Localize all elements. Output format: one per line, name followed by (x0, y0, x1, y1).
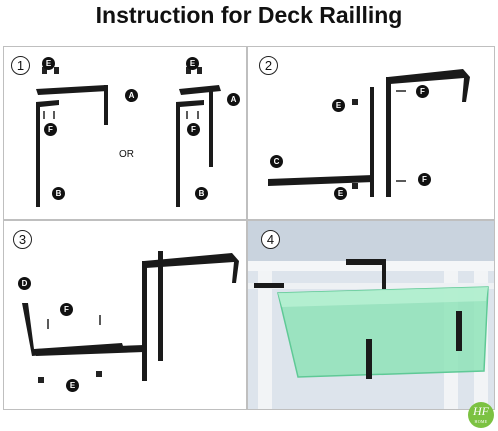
or-label: OR (119, 149, 134, 160)
page-title: Instruction for Deck Railling (95, 2, 403, 28)
part-e-nut (186, 67, 191, 74)
part-e-nut (38, 377, 44, 383)
part-e-nut (197, 67, 202, 74)
label-c: C (270, 155, 283, 168)
part-b-bracket (142, 261, 147, 381)
part-a-bracket-top (388, 69, 470, 102)
label-f: F (416, 85, 429, 98)
label-b: B (52, 187, 65, 200)
label-e: E (334, 187, 347, 200)
part-b-bracket (386, 77, 391, 197)
bracket-arm (382, 259, 386, 289)
bracket-support (456, 311, 462, 351)
label-f: F (187, 123, 200, 136)
label-e: E (186, 57, 199, 70)
logo-mark: HF (473, 404, 489, 418)
label-b: B (195, 187, 208, 200)
step-number: 3 (13, 230, 32, 249)
deck-rail-top (248, 261, 494, 271)
step-number: 4 (261, 230, 280, 249)
bracket-arm (254, 283, 284, 288)
step-1-panel: 1 E A F B OR E A F B (3, 46, 247, 220)
label-e: E (66, 379, 79, 392)
step-3-illustration (22, 251, 239, 383)
step-4-panel: 4 (247, 220, 495, 410)
planter-rim (278, 287, 488, 307)
part-d-support (22, 303, 124, 356)
part-c-bar (268, 175, 374, 186)
label-f: F (44, 123, 57, 136)
label-d: D (18, 277, 31, 290)
part-b-bracket (36, 100, 59, 207)
rail-post (258, 271, 272, 409)
part-b-bracket (370, 87, 374, 197)
part-a-bracket-top (36, 85, 108, 95)
step-1-illustration (36, 67, 221, 207)
bracket-support (366, 339, 372, 379)
part-b-bracket (158, 251, 163, 361)
step-number: 2 (259, 56, 278, 75)
part-e-nut (42, 67, 47, 74)
bracket-hook (346, 259, 386, 265)
part-a-bracket-top (179, 85, 221, 95)
step-number: 1 (11, 56, 30, 75)
part-b-bracket (176, 100, 204, 207)
part-a-bracket-hook (209, 87, 213, 167)
part-a-bracket-hook (104, 85, 108, 125)
hf-home-logo: HF HOME (468, 402, 494, 428)
label-f: F (60, 303, 73, 316)
part-e-nut (96, 371, 102, 377)
part-e-nut (352, 183, 358, 189)
label-e: E (332, 99, 345, 112)
part-e-nut (352, 99, 358, 105)
step-3-panel: 3 D F E (3, 220, 247, 410)
part-a-bracket-top (144, 253, 239, 283)
step-4-photo (248, 221, 494, 409)
part-e-nut (54, 67, 59, 74)
label-e: E (42, 57, 55, 70)
label-a: A (125, 89, 138, 102)
label-f: F (418, 173, 431, 186)
label-a: A (227, 93, 240, 106)
step-2-illustration (268, 69, 470, 197)
logo-sub: HOME (474, 419, 488, 424)
step-2-panel: 2 E F C E F (247, 46, 495, 220)
part-c-bar (36, 345, 144, 356)
